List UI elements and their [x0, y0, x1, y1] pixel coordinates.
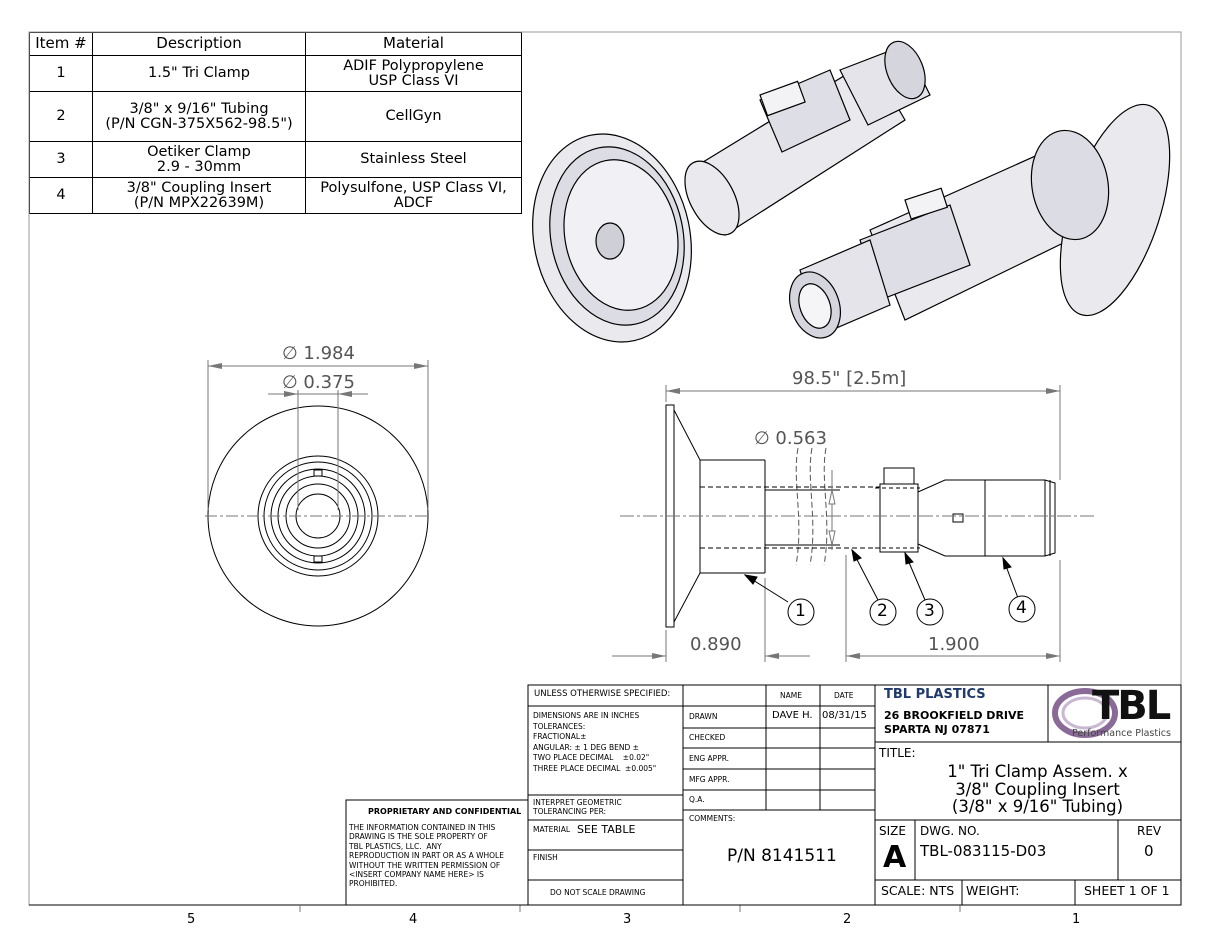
bom-table: Item # Description Material 1 1.5" Tri C… [29, 32, 522, 214]
finish-label: FINISH [533, 853, 558, 862]
qa-label: Q.A. [689, 795, 705, 804]
zone-number: 3 [623, 912, 632, 927]
dim-flange-length: 0.890 [690, 634, 742, 655]
tbl-logo-text: TBL [1092, 683, 1171, 729]
proprietary-body: THE INFORMATION CONTAINED IN THIS DRAWIN… [349, 823, 504, 889]
unless-specified: UNLESS OTHERWISE SPECIFIED: [534, 689, 671, 699]
balloon-label: 1 [795, 601, 806, 621]
bom-item: 2 [29, 91, 93, 142]
bom-material: CellGyn [305, 91, 522, 142]
title-block-grid [345, 684, 1182, 906]
dim-outer-diameter: ∅ 1.984 [282, 343, 355, 364]
material-value: SEE TABLE [577, 823, 636, 836]
bom-row: 3 Oetiker Clamp 2.9 - 30mm Stainless Ste… [29, 141, 522, 178]
bom-header-item: Item # [29, 32, 93, 56]
end-view [205, 360, 430, 627]
dim-inner-diameter: ∅ 0.375 [282, 372, 355, 393]
bom-description: 1.5" Tri Clamp [92, 55, 306, 92]
comments-label: COMMENTS: [689, 814, 736, 823]
scale-label: SCALE: NTS [881, 883, 955, 898]
company-name: TBL PLASTICS [884, 687, 986, 702]
bom-description: 3/8" Coupling Insert (P/N MPX22639M) [92, 177, 306, 214]
zone-number: 2 [843, 912, 852, 927]
dwg-number: TBL-083115-D03 [920, 842, 1047, 860]
zone-number: 4 [409, 912, 418, 927]
date-header: DATE [834, 691, 854, 700]
drawn-date: 08/31/15 [822, 710, 867, 721]
material-label: MATERIAL [533, 825, 571, 834]
tbl-logo-tagline: Performance Plastics [1072, 728, 1171, 739]
bom-header-description: Description [92, 32, 306, 56]
bom-material: Polysulfone, USP Class VI, ADCF [305, 177, 522, 214]
isometric-view-1 [532, 40, 931, 343]
bom-item: 4 [29, 177, 93, 214]
rev-value: 0 [1144, 842, 1154, 860]
drawing-title: 1" Tri Clamp Assem. x 3/8" Coupling Inse… [947, 762, 1128, 817]
size-value: A [883, 840, 907, 875]
balloon-2 [869, 598, 897, 626]
proprietary-heading: PROPRIETARY AND CONFIDENTIAL [368, 807, 522, 816]
balloon-4 [1008, 595, 1036, 623]
tbl-logo-graphic [1052, 688, 1118, 738]
dwg-no-label: DWG. NO. [920, 824, 980, 838]
bom-description: Oetiker Clamp 2.9 - 30mm [92, 141, 306, 178]
isometric-view-2 [789, 103, 1171, 339]
zone-number: 1 [1072, 912, 1081, 927]
balloon-3 [916, 598, 944, 626]
weight-label: WEIGHT: [966, 883, 1020, 898]
company-address-1: 26 BROOKFIELD DRIVE [884, 709, 1025, 722]
checked-label: CHECKED [689, 733, 726, 742]
company-address-2: SPARTA NJ 07871 [884, 723, 990, 736]
bom-header-row: Item # Description Material [29, 32, 522, 56]
part-number: P/N 8141511 [727, 846, 837, 866]
bom-material: Stainless Steel [305, 141, 522, 178]
eng-appr-label: ENG APPR. [689, 754, 730, 763]
title-label: TITLE: [879, 746, 916, 760]
balloon-1 [787, 598, 815, 626]
bom-row: 2 3/8" x 9/16" Tubing (P/N CGN-375X562-9… [29, 91, 522, 142]
bom-row: 4 3/8" Coupling Insert (P/N MPX22639M) P… [29, 177, 522, 214]
balloon-label: 2 [877, 601, 888, 621]
rev-label: REV [1137, 824, 1162, 838]
name-header: NAME [780, 691, 802, 700]
bom-description: 3/8" x 9/16" Tubing (P/N CGN-375X562-98.… [92, 91, 306, 142]
side-view [612, 385, 1095, 662]
drawn-name: DAVE H. [772, 710, 813, 721]
tolerances-text: DIMENSIONS ARE IN INCHES TOLERANCES: FRA… [533, 711, 657, 773]
dim-insert-length: 1.900 [928, 634, 980, 655]
dim-tube-diameter: ∅ 0.563 [754, 428, 827, 449]
do-not-scale: DO NOT SCALE DRAWING [550, 888, 646, 897]
size-label: SIZE [879, 824, 906, 838]
mfg-appr-label: MFG APPR. [689, 775, 730, 784]
bom-row: 1 1.5" Tri Clamp ADIF Polypropylene USP … [29, 55, 522, 92]
dim-overall-length: 98.5" [2.5m] [792, 368, 907, 389]
interpret-tolerancing: INTERPRET GEOMETRIC TOLERANCING PER: [533, 798, 622, 816]
bom-item: 1 [29, 55, 93, 92]
drawn-label: DRAWN [689, 712, 718, 721]
balloon-label: 4 [1016, 598, 1027, 618]
balloon-label: 3 [924, 601, 935, 621]
zone-number: 5 [187, 912, 196, 927]
bom-material: ADIF Polypropylene USP Class VI [305, 55, 522, 92]
bom-item: 3 [29, 141, 93, 178]
sheet-label: SHEET 1 OF 1 [1084, 883, 1170, 898]
